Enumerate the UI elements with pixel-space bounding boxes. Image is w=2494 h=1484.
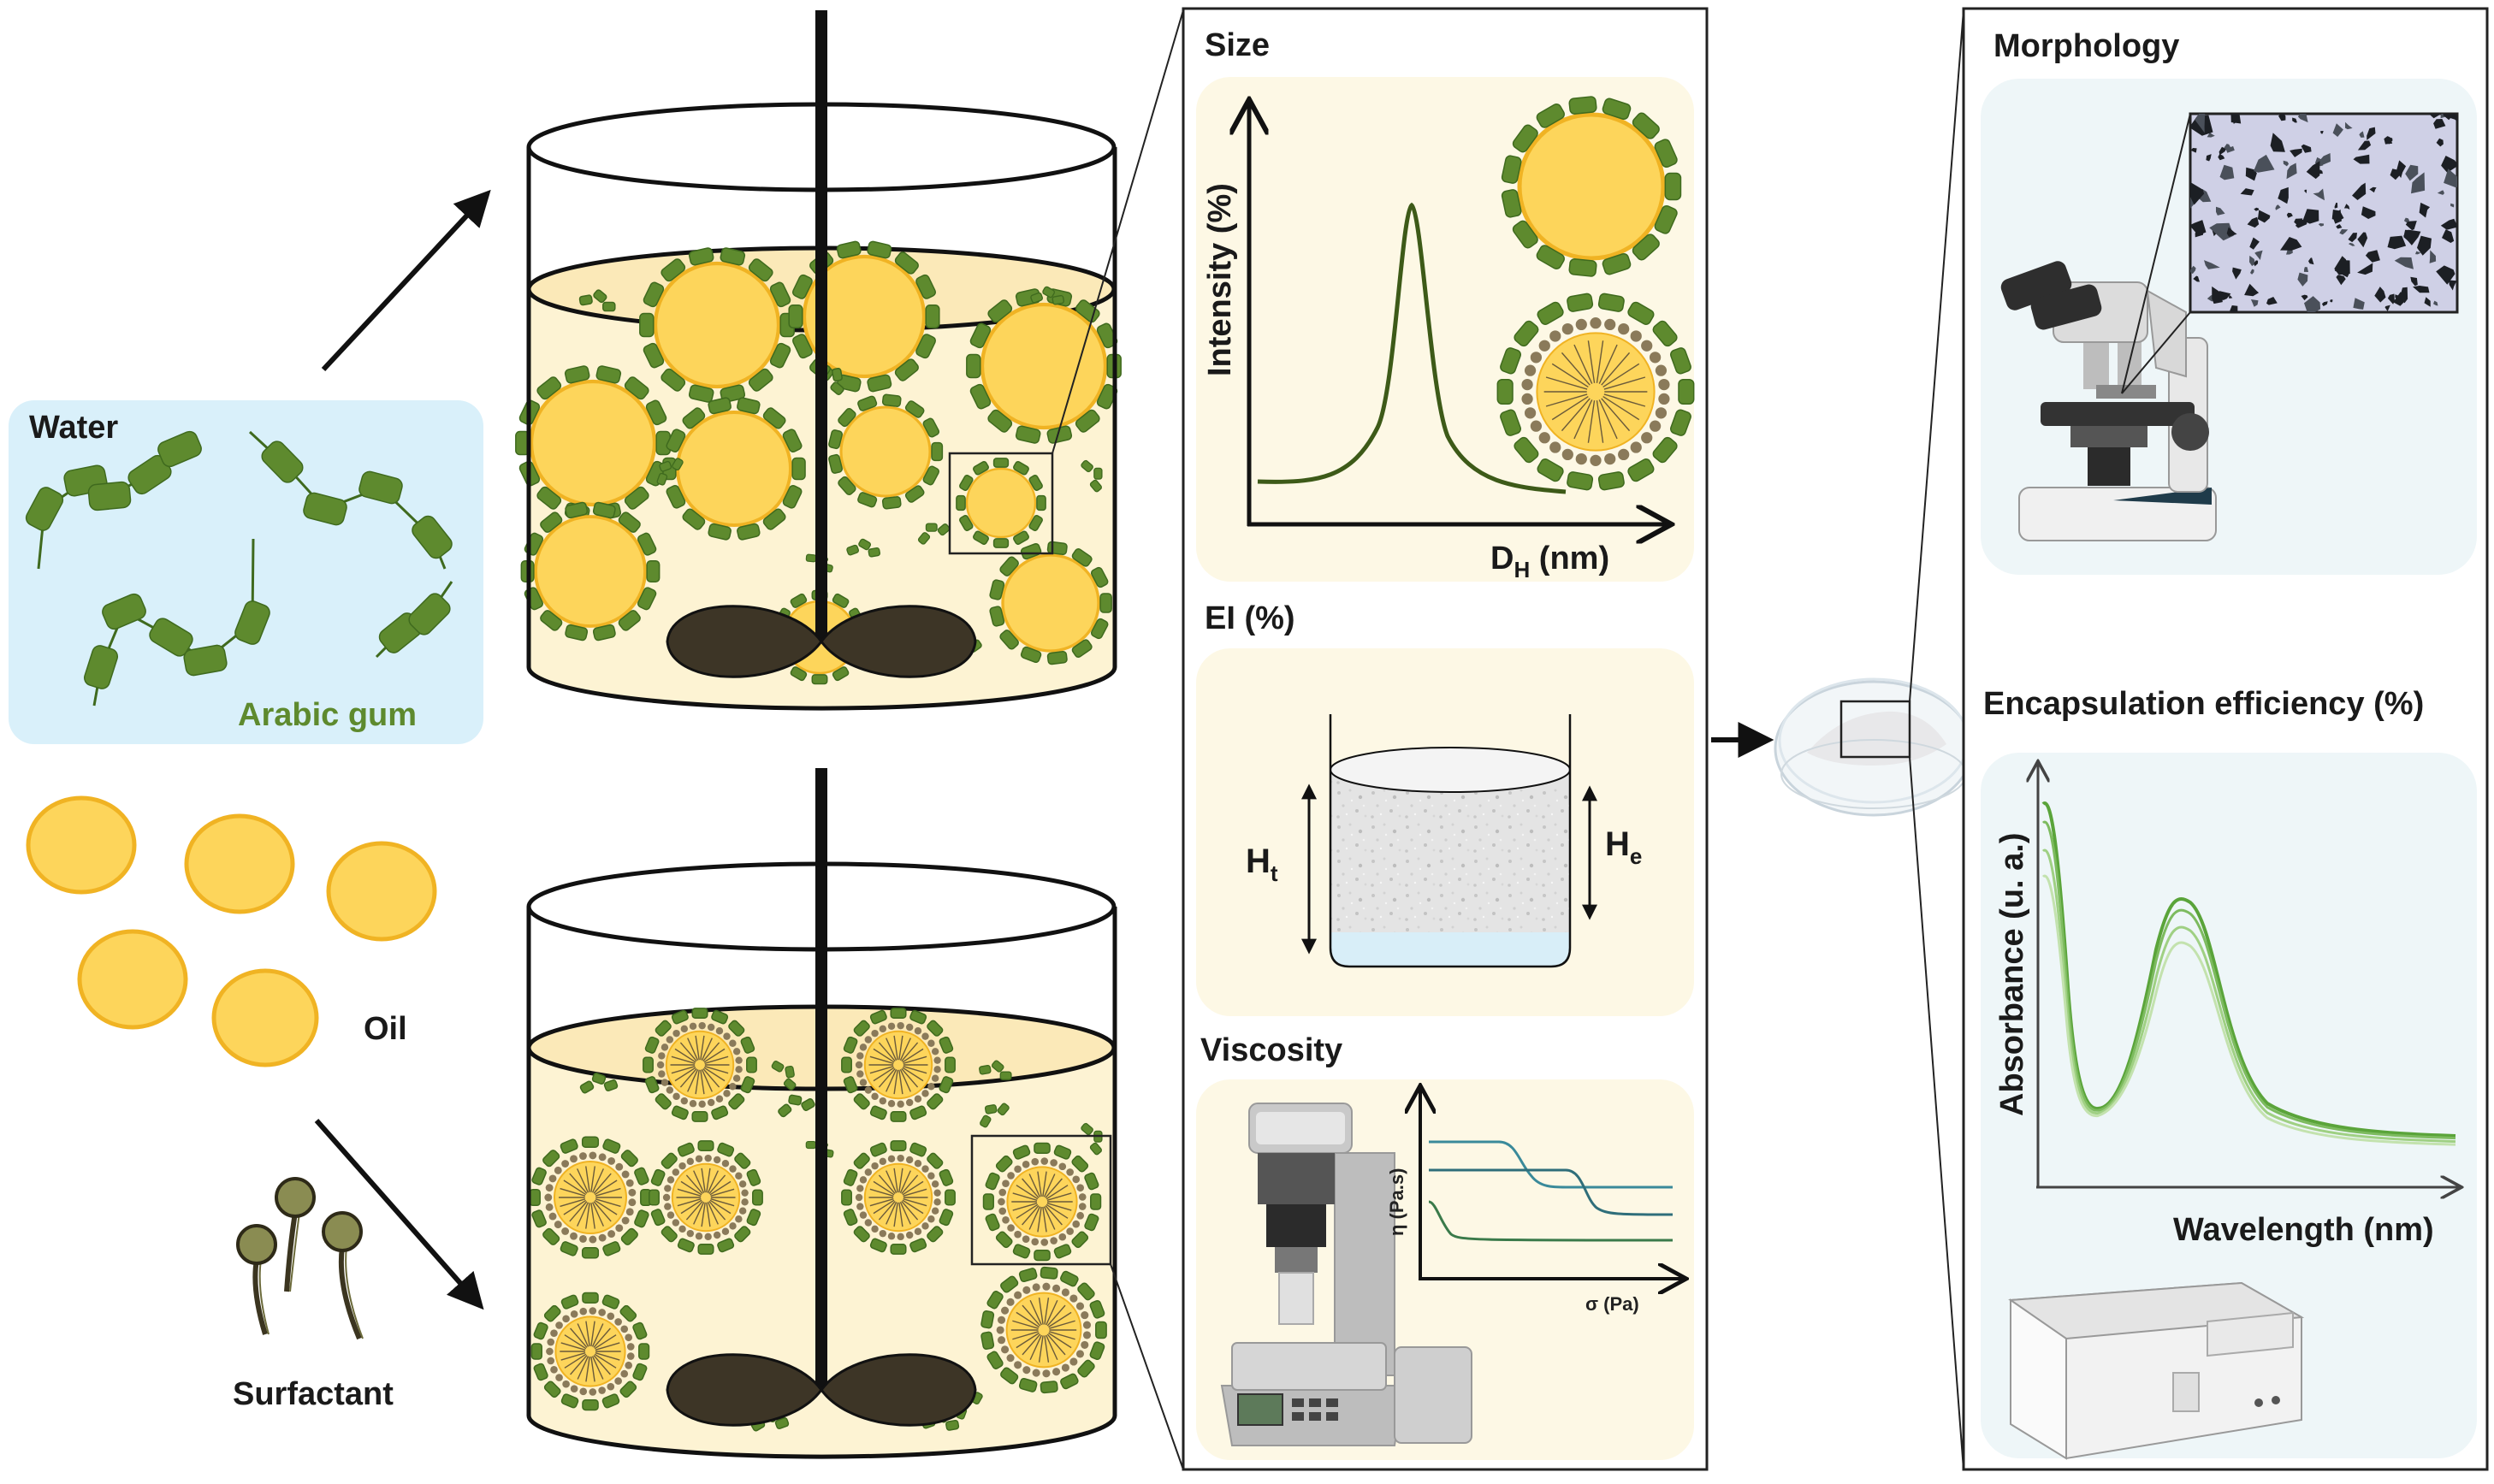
encapsulation-title: Encapsulation efficiency (%) [1983, 686, 2424, 722]
zoom-box-top [948, 452, 1054, 555]
water-panel [9, 400, 483, 744]
water-label: Water [29, 410, 118, 446]
ingredients-group: Water Arabic gum Oil Surfactant [9, 189, 491, 1412]
size-title: Size [1205, 27, 1270, 63]
gum-droplet [662, 397, 806, 541]
rheometer-instrument [1220, 1103, 1472, 1446]
absorbance-y-label: Absorbance (u. a.) [1994, 833, 2030, 1117]
gum-droplet [956, 458, 1046, 548]
ht-label: Ht [1246, 843, 1278, 886]
gum-droplet [788, 240, 940, 393]
gum-droplet [515, 365, 671, 521]
ei-tube-cream-layer [1330, 770, 1570, 932]
surfactant-droplet [643, 1008, 757, 1122]
ei-title: EI (%) [1205, 600, 1295, 636]
gum-fragment [1081, 459, 1103, 493]
gum-fragment [778, 1094, 815, 1118]
size-x-label: DH (nm) [1490, 541, 1609, 582]
gum-fragment [846, 538, 881, 558]
gum-droplet [989, 541, 1112, 665]
size-section: Size Intensity (%) DH (nm) [1196, 27, 1695, 582]
viscosity-section: Viscosity η (Pa.s) σ (Pa) [1196, 1032, 1694, 1460]
impeller [666, 605, 977, 678]
arrow-to-gum-emulsion [321, 189, 491, 372]
absorbance-spectra [2041, 801, 2456, 1146]
gum-droplet [639, 247, 795, 403]
morphology-title: Morphology [1993, 28, 2179, 64]
spectrophotometer-icon [2008, 1281, 2305, 1460]
he-label: He [1605, 825, 1642, 869]
size-y-label: Intensity (%) [1202, 183, 1238, 376]
arabic-gum-label: Arabic gum [238, 697, 417, 733]
surfactant-molecules [236, 1177, 364, 1340]
surfactant-droplet [649, 1140, 763, 1255]
gum-fragment [917, 523, 951, 545]
encapsulation-section: Encapsulation efficiency (%) Absorbance … [1981, 686, 2477, 1460]
oil-label: Oil [364, 1011, 407, 1047]
gum-fragment [771, 1061, 797, 1091]
surfactant-droplet [530, 1292, 650, 1411]
gum-droplet [966, 288, 1122, 444]
gum-droplet [828, 393, 944, 510]
gum-fragment [579, 1073, 619, 1094]
ei-tube-water [1330, 932, 1570, 967]
viscosity-title: Viscosity [1200, 1032, 1342, 1068]
surfactant-label: Surfactant [233, 1376, 394, 1412]
ei-tube-outline [1329, 714, 1572, 968]
surfactant-droplet [1496, 293, 1695, 491]
ei-section: EI (%) Ht He [1196, 600, 1694, 1016]
encapsulation-panel-bg [1981, 753, 2477, 1458]
gum-droplet [1501, 96, 1682, 277]
impeller [666, 1353, 977, 1427]
gum-droplet [520, 501, 661, 641]
viscosity-curve-3 [1428, 1200, 1674, 1242]
microscope-icon [2000, 261, 2217, 541]
surfactant-coated-droplet [1496, 293, 1695, 491]
beaker-gum-emulsion [515, 10, 1122, 711]
zoom-box-bottom [970, 1134, 1112, 1266]
petri-dish-sample [1774, 9, 1974, 1470]
zoom-callouts [948, 9, 1184, 1470]
viscosity-y-label: η (Pa.s) [1386, 1168, 1407, 1236]
petri-zoom-box [1839, 700, 1911, 759]
gum-fragment [578, 289, 616, 312]
surfactant-droplet [841, 1140, 956, 1255]
gum-fragment [979, 1060, 1012, 1080]
morphology-section: Morphology [1981, 28, 2477, 575]
surfactant-droplet [841, 1008, 956, 1122]
viscosity-curve-1 [1429, 1140, 1673, 1189]
gum-coated-droplet [1501, 96, 1682, 277]
micrograph-image [2190, 114, 2457, 312]
ei-cream-top [1330, 747, 1571, 793]
arabic-gum-chains [25, 430, 453, 707]
surfactant-droplet [529, 1136, 652, 1259]
absorbance-x-label: Wavelength (nm) [2173, 1212, 2434, 1248]
size-distribution-curve [1257, 202, 1567, 494]
gum-fragment [980, 1103, 1010, 1128]
viscosity-curve-2 [1429, 1168, 1674, 1216]
viscosity-x-label: σ (Pa) [1585, 1293, 1639, 1315]
arrow-to-surfactant-emulsion [314, 1119, 484, 1310]
beaker-surfactant-emulsion [526, 768, 1117, 1459]
surfactant-droplet [980, 1266, 1107, 1394]
surfactant-droplet [982, 1142, 1102, 1262]
gum-fragment [1030, 286, 1065, 305]
gum-fragment [656, 458, 684, 486]
oil-droplets [26, 795, 437, 1067]
